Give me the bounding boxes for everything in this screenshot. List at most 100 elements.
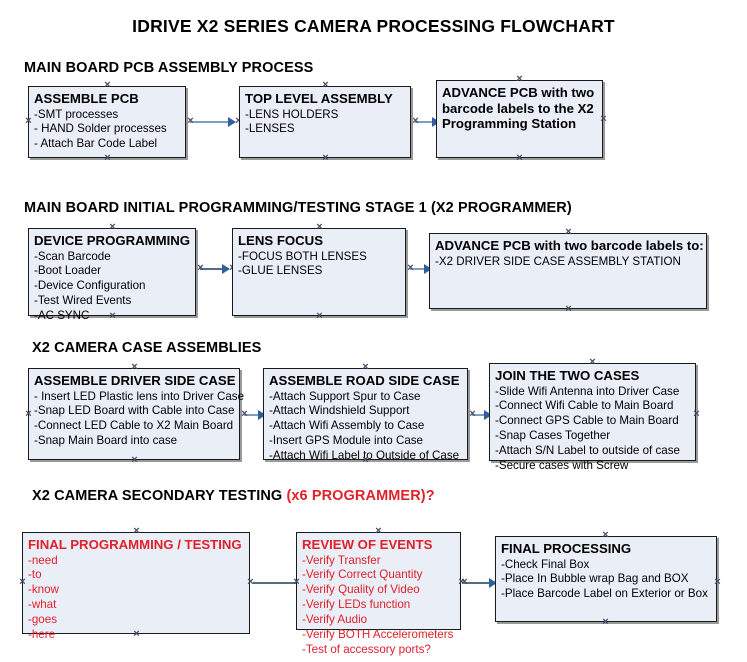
resize-handle-bottom[interactable] bbox=[315, 312, 324, 321]
section-heading-main-board-pcb-assembly-process: MAIN BOARD PCB ASSEMBLY PROCESS bbox=[24, 60, 314, 76]
resize-handle-right[interactable] bbox=[599, 115, 608, 124]
box-line: -Device Configuration bbox=[34, 279, 146, 293]
connector-line bbox=[410, 268, 430, 270]
flow-box-device-programming[interactable]: DEVICE PROGRAMMING -Scan Barcode -Boot L… bbox=[28, 228, 196, 322]
resize-handle-top[interactable] bbox=[601, 531, 610, 540]
resize-handle-bottom[interactable] bbox=[130, 456, 139, 465]
flow-box-final-programming-testing[interactable]: FINAL PROGRAMMING / TESTING -need -to -k… bbox=[22, 532, 250, 641]
box-title: LENS FOCUS bbox=[238, 233, 323, 248]
connector-handle-start[interactable] bbox=[240, 410, 249, 419]
box-title: FINAL PROCESSING bbox=[501, 541, 632, 556]
resize-handle-top[interactable] bbox=[374, 527, 383, 536]
flow-box-assemble-pcb[interactable]: ASSEMBLE PCB -SMT processes - HAND Solde… bbox=[28, 86, 186, 158]
box-line: -Snap Main Board into case bbox=[34, 434, 178, 448]
box-line: -Scan Barcode bbox=[34, 249, 111, 263]
flow-box-review-of-events[interactable]: REVIEW OF EVENTS -Verify Transfer -Verif… bbox=[296, 532, 461, 656]
resize-handle-bottom[interactable] bbox=[601, 618, 610, 627]
connector-handle-start[interactable] bbox=[468, 410, 477, 419]
connector-line bbox=[190, 121, 234, 123]
box-line: - Attach Bar Code Label bbox=[34, 137, 158, 151]
box-line: -what bbox=[28, 598, 57, 612]
flow-box-advance-pcb-to-x2-programming-station[interactable]: ADVANCE PCB with two barcode labels to t… bbox=[436, 80, 603, 158]
section-heading-main-board-initial-programming-testing-stage-1: MAIN BOARD INITIAL PROGRAMMING/TESTING S… bbox=[24, 200, 572, 216]
resize-handle-right[interactable] bbox=[692, 410, 701, 419]
resize-handle-bottom[interactable] bbox=[108, 312, 117, 321]
box-line: -GLUE LENSES bbox=[238, 264, 323, 278]
connector-arrowhead bbox=[489, 578, 497, 588]
box-line: -Verify Transfer bbox=[302, 553, 381, 567]
box-line: -Verify Quality of Video bbox=[302, 583, 420, 597]
connector-handle-start[interactable] bbox=[196, 264, 205, 273]
resize-handle-top[interactable] bbox=[564, 228, 573, 237]
resize-handle-left[interactable] bbox=[24, 410, 33, 419]
resize-handle-top[interactable] bbox=[588, 358, 597, 367]
box-title: ASSEMBLE PCB bbox=[34, 91, 139, 106]
section-heading-x2-camera-secondary-testing: X2 CAMERA SECONDARY TESTING (x6 PROGRAMM… bbox=[32, 488, 435, 504]
resize-handle-left[interactable] bbox=[24, 117, 33, 126]
resize-handle-bottom[interactable] bbox=[515, 154, 524, 163]
box-line: -Attach Windshield Support bbox=[269, 404, 410, 418]
box-line: -LENS HOLDERS bbox=[245, 107, 339, 121]
box-title: FINAL PROGRAMMING / TESTING bbox=[28, 537, 242, 552]
box-line: -Verify Audio bbox=[302, 612, 368, 626]
box-line: -goes bbox=[28, 612, 58, 626]
resize-handle-bottom[interactable] bbox=[564, 305, 573, 314]
resize-handle-left[interactable] bbox=[18, 578, 27, 587]
flow-box-assemble-driver-side-case[interactable]: ASSEMBLE DRIVER SIDE CASE - Insert LED P… bbox=[28, 368, 245, 460]
box-title: TOP LEVEL ASSEMBLY bbox=[245, 91, 393, 106]
box-line: -Insert GPS Module into Case bbox=[269, 434, 424, 448]
resize-handle-top[interactable] bbox=[132, 527, 141, 536]
flow-box-advance-pcb-to-driver-side-case-assembly-station[interactable]: ADVANCE PCB with two barcode labels to: … bbox=[429, 233, 707, 309]
box-line: -Verify Correct Quantity bbox=[302, 568, 423, 582]
resize-handle-bottom[interactable] bbox=[321, 154, 330, 163]
connector-arrowhead bbox=[222, 264, 230, 274]
resize-handle-top[interactable] bbox=[515, 75, 524, 84]
box-line: -Attach S/N Label to outside of case bbox=[495, 443, 680, 457]
box-line: -Place Barcode Label on Exterior or Box bbox=[501, 587, 708, 601]
resize-handle-top[interactable] bbox=[103, 81, 112, 90]
resize-handle-bottom[interactable] bbox=[132, 630, 141, 639]
box-line: -Verify LEDs function bbox=[302, 598, 411, 612]
box-line: - HAND Solder processes bbox=[34, 122, 167, 136]
flow-box-final-processing[interactable]: FINAL PROCESSING -Check Final Box -Place… bbox=[495, 536, 717, 622]
flow-box-assemble-road-side-case[interactable]: ASSEMBLE ROAD SIDE CASE -Attach Support … bbox=[263, 368, 468, 462]
box-line: -Boot Loader bbox=[34, 264, 102, 278]
flow-box-join-the-two-cases[interactable]: JOIN THE TWO CASES -Slide Wifi Antenna i… bbox=[489, 363, 696, 472]
resize-handle-right[interactable] bbox=[713, 578, 722, 587]
box-line: -Verify BOTH Accelerometers bbox=[302, 627, 454, 641]
box-line: -Attach Support Spur to Case bbox=[269, 389, 421, 403]
connector-handle-start[interactable] bbox=[460, 578, 469, 587]
resize-handle-top[interactable] bbox=[130, 363, 139, 372]
resize-handle-left[interactable] bbox=[292, 578, 301, 587]
box-line: - Insert LED Plastic lens into Driver Ca… bbox=[34, 389, 245, 403]
box-title: ASSEMBLE DRIVER SIDE CASE bbox=[34, 373, 236, 388]
resize-handle-top[interactable] bbox=[108, 223, 117, 232]
resize-handle-top[interactable] bbox=[361, 363, 370, 372]
box-title: ADVANCE PCB with two barcode labels to t… bbox=[442, 85, 595, 132]
box-line: -Snap LED Board with Cable into Case bbox=[34, 404, 235, 418]
box-title: DEVICE PROGRAMMING bbox=[34, 233, 191, 248]
box-line-overflow: -Test of accessory ports? bbox=[302, 642, 431, 656]
resize-handle-top[interactable] bbox=[315, 223, 324, 232]
connector-arrowhead bbox=[484, 410, 492, 420]
connector-handle-start[interactable] bbox=[411, 117, 420, 126]
connector-line bbox=[415, 121, 437, 123]
box-line: -Connect Wifi Cable to Main Board bbox=[495, 399, 674, 413]
section-heading-accent: (x6 PROGRAMMER)? bbox=[286, 488, 435, 504]
flow-box-lens-focus[interactable]: LENS FOCUS -FOCUS BOTH LENSES -GLUE LENS… bbox=[232, 228, 406, 316]
resize-handle-bottom[interactable] bbox=[103, 154, 112, 163]
box-line: -to bbox=[28, 568, 42, 582]
resize-handle-bottom[interactable] bbox=[361, 456, 370, 465]
connector-handle-start[interactable] bbox=[406, 264, 415, 273]
connector-line bbox=[472, 414, 490, 416]
box-line: -X2 DRIVER SIDE CASE ASSEMBLY STATION bbox=[435, 254, 681, 268]
flow-box-top-level-assembly[interactable]: TOP LEVEL ASSEMBLY -LENS HOLDERS -LENSES bbox=[239, 86, 411, 158]
section-heading-text: X2 CAMERA SECONDARY TESTING bbox=[32, 488, 287, 504]
resize-handle-top[interactable] bbox=[321, 81, 330, 90]
connector-handle-start[interactable] bbox=[186, 117, 195, 126]
box-line: -Slide Wifi Antenna into Driver Case bbox=[495, 384, 680, 398]
box-line: -AC SYNC bbox=[34, 308, 90, 322]
box-title: JOIN THE TWO CASES bbox=[495, 368, 640, 383]
box-title: ASSEMBLE ROAD SIDE CASE bbox=[269, 373, 460, 388]
